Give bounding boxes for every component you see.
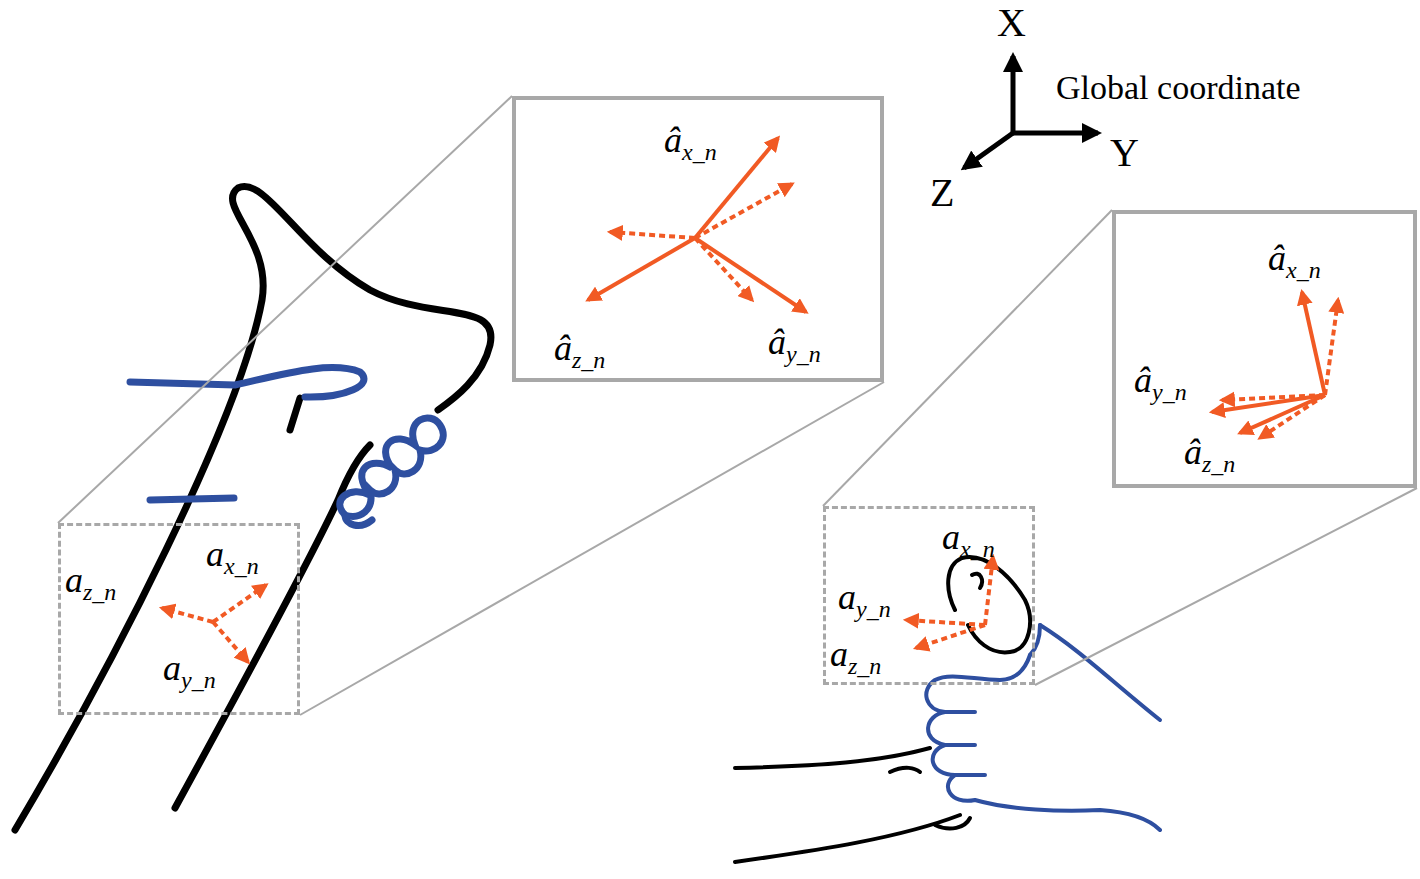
axis-label: Z	[930, 170, 954, 216]
zoom-leader	[1035, 488, 1417, 685]
zoom-leader	[58, 96, 512, 523]
axis-symbol: ây_n	[768, 322, 821, 369]
axis-symbol: ay_n	[163, 648, 216, 695]
axis-symbol: âz_n	[1184, 432, 1235, 479]
axis-symbol: az_n	[65, 560, 116, 607]
sensor-axes	[906, 557, 993, 648]
arm-outline	[15, 187, 491, 830]
axis-label: Y	[1110, 130, 1139, 176]
axis-symbol: ây_n	[1134, 360, 1187, 407]
zoom-leader	[823, 210, 1112, 506]
zoom-box: âx_n ây_n âz_n	[1112, 210, 1417, 488]
zoom-axes	[1212, 292, 1338, 438]
zoom-axes	[588, 138, 806, 312]
axis-title: Global coordinate	[1056, 68, 1301, 107]
axis-symbol: ax_n	[206, 534, 259, 581]
axis-symbol: âx_n	[664, 120, 717, 167]
axis-symbol: ay_n	[838, 577, 891, 624]
zoom-leader	[300, 382, 884, 715]
axis-symbol: az_n	[830, 634, 881, 681]
sensor-region: ax_n ay_n az_n	[823, 506, 1035, 685]
hand-outline	[735, 557, 1160, 862]
axis-symbol: âx_n	[1268, 238, 1321, 285]
zoom-box: âx_n âz_n ây_n	[512, 96, 884, 382]
sensor-region: ax_n az_n ay_n	[58, 523, 300, 715]
axis-symbol: ax_n	[942, 517, 995, 564]
axis-symbol: âz_n	[554, 328, 605, 375]
wristband	[130, 368, 443, 526]
axis-label: X	[997, 0, 1026, 46]
